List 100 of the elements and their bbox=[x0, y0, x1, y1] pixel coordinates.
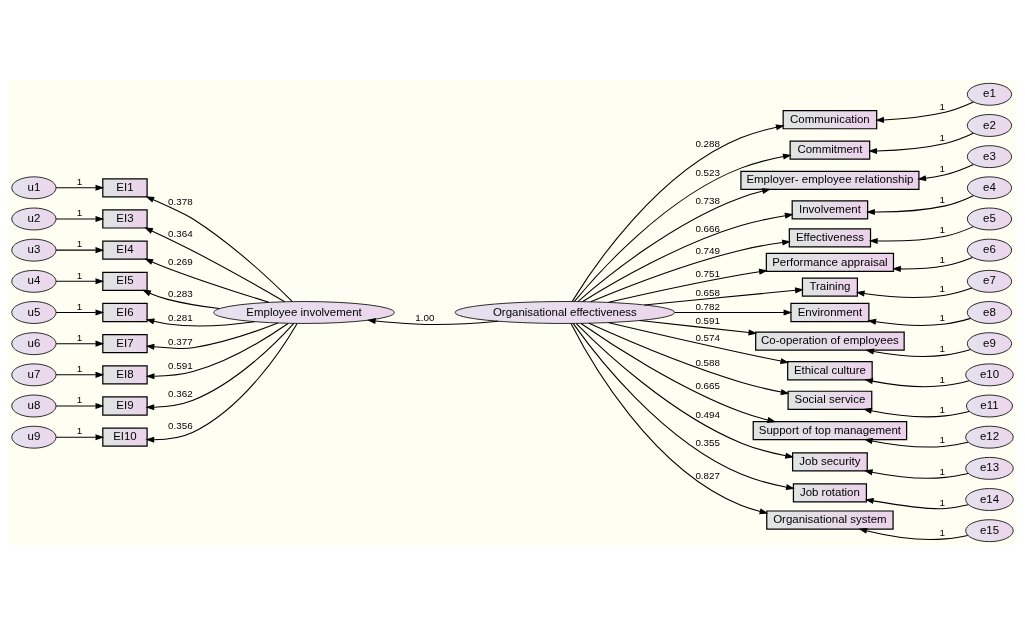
edge-label: 1 bbox=[939, 373, 946, 385]
edge-label: 0.362 bbox=[168, 388, 193, 400]
edge-label: 0.574 bbox=[695, 331, 720, 343]
edge-label: 0.665 bbox=[695, 380, 720, 392]
edge-label: 1 bbox=[939, 312, 946, 324]
node-ellipse: e7 bbox=[966, 269, 1012, 293]
arrow bbox=[145, 196, 293, 302]
node-ellipse: e5 bbox=[966, 207, 1012, 231]
node-ellipse: u8 bbox=[11, 394, 57, 418]
arrow bbox=[55, 278, 105, 285]
arrow bbox=[866, 195, 974, 216]
node-ellipse: e9 bbox=[966, 332, 1012, 356]
edge-label: 0.666 bbox=[695, 222, 720, 234]
edge-label: 1 bbox=[939, 496, 946, 508]
edge-label: 1 bbox=[939, 527, 946, 539]
node-ellipse: e4 bbox=[966, 176, 1012, 200]
node-box: EI1 bbox=[102, 178, 148, 198]
node-box: EI10 bbox=[102, 427, 148, 447]
edge-label: 0.364 bbox=[168, 227, 193, 239]
edge-label: 1.00 bbox=[415, 312, 435, 324]
node-ellipse: u5 bbox=[11, 301, 57, 324]
arrow bbox=[145, 323, 295, 411]
arrow bbox=[366, 317, 499, 326]
node-ellipse: u4 bbox=[11, 269, 57, 293]
node-ellipse: u3 bbox=[11, 238, 57, 262]
node-ellipse: u6 bbox=[11, 332, 57, 356]
arrow bbox=[55, 434, 105, 441]
arrow bbox=[570, 323, 769, 515]
arrow bbox=[639, 320, 758, 336]
node-box: Effectiveness bbox=[788, 228, 872, 248]
node-box: Co-operation of employees bbox=[755, 331, 905, 351]
arrow bbox=[55, 309, 105, 316]
edge-label: 0.283 bbox=[168, 287, 193, 299]
edge-label: 1 bbox=[939, 100, 946, 112]
arrow bbox=[867, 317, 972, 326]
node-box: EI8 bbox=[102, 365, 148, 385]
edge-label: 1 bbox=[76, 238, 83, 250]
node-box: Communication bbox=[782, 110, 878, 130]
node-ellipse: e15 bbox=[965, 519, 1014, 543]
edge-label: 1 bbox=[939, 131, 946, 143]
edge-label: 1 bbox=[939, 194, 946, 206]
edge-label: 0.356 bbox=[168, 420, 193, 432]
node-ellipse: e10 bbox=[965, 363, 1014, 387]
node-box: Support of top management bbox=[752, 420, 908, 441]
arrow bbox=[572, 323, 795, 491]
node-ellipse: u9 bbox=[11, 425, 57, 449]
edge-label: 0.378 bbox=[168, 195, 193, 207]
node-box: Organisational system bbox=[766, 510, 894, 530]
node-ellipse: e1 bbox=[966, 82, 1012, 106]
arrow bbox=[582, 212, 794, 303]
node-ellipse: u1 bbox=[11, 176, 57, 200]
edge-label: 1 bbox=[939, 253, 946, 265]
node-box: Social service bbox=[787, 390, 873, 410]
arrow bbox=[55, 184, 105, 191]
edge-label: 1 bbox=[939, 162, 946, 174]
node-ellipse: e12 bbox=[965, 425, 1014, 449]
arrow bbox=[145, 323, 298, 443]
arrow bbox=[863, 469, 969, 479]
arrow bbox=[865, 348, 972, 357]
node-ellipse: u2 bbox=[11, 207, 57, 231]
node-ellipse: Organisational effectiveness bbox=[454, 301, 675, 324]
arrow bbox=[868, 226, 974, 245]
edge-label: 1 bbox=[76, 363, 83, 375]
edge-label: 0.377 bbox=[168, 335, 193, 347]
arrow bbox=[55, 371, 105, 378]
node-ellipse: e13 bbox=[965, 456, 1014, 480]
arrow bbox=[868, 132, 974, 154]
edge-label: 0.782 bbox=[695, 300, 720, 312]
arrow bbox=[863, 407, 970, 418]
node-box: Training bbox=[801, 277, 858, 297]
node-box: EI5 bbox=[102, 271, 148, 291]
edge-label: 1 bbox=[939, 404, 946, 416]
node-ellipse: e11 bbox=[966, 394, 1013, 418]
node-ellipse: e6 bbox=[966, 238, 1012, 262]
node-box: EI3 bbox=[102, 209, 148, 229]
arrow bbox=[580, 322, 777, 423]
arrow bbox=[573, 153, 792, 302]
node-ellipse: e2 bbox=[966, 114, 1012, 137]
edge-label: 1 bbox=[76, 207, 83, 219]
edge-label: 0.494 bbox=[695, 408, 720, 420]
arrow bbox=[575, 323, 794, 459]
arrow bbox=[55, 402, 105, 410]
edge-label: 0.355 bbox=[695, 436, 720, 448]
arrow bbox=[643, 287, 804, 306]
edge-label: 0.588 bbox=[695, 356, 720, 368]
arrow bbox=[590, 239, 791, 303]
arrow bbox=[145, 318, 255, 327]
edge-label: 1 bbox=[76, 269, 83, 281]
node-box: Job rotation bbox=[792, 483, 868, 503]
node-box: Employer- employee relationship bbox=[740, 170, 920, 191]
arrow bbox=[674, 309, 793, 316]
arrow bbox=[55, 340, 105, 347]
node-ellipse: e8 bbox=[966, 301, 1012, 324]
edge-label: 1 bbox=[76, 176, 83, 188]
arrow bbox=[863, 438, 969, 448]
node-box: Environment bbox=[790, 302, 870, 323]
node-ellipse: e14 bbox=[965, 488, 1014, 511]
node-box: Involvement bbox=[791, 200, 869, 220]
arrow bbox=[858, 527, 969, 541]
arrow bbox=[55, 215, 105, 223]
